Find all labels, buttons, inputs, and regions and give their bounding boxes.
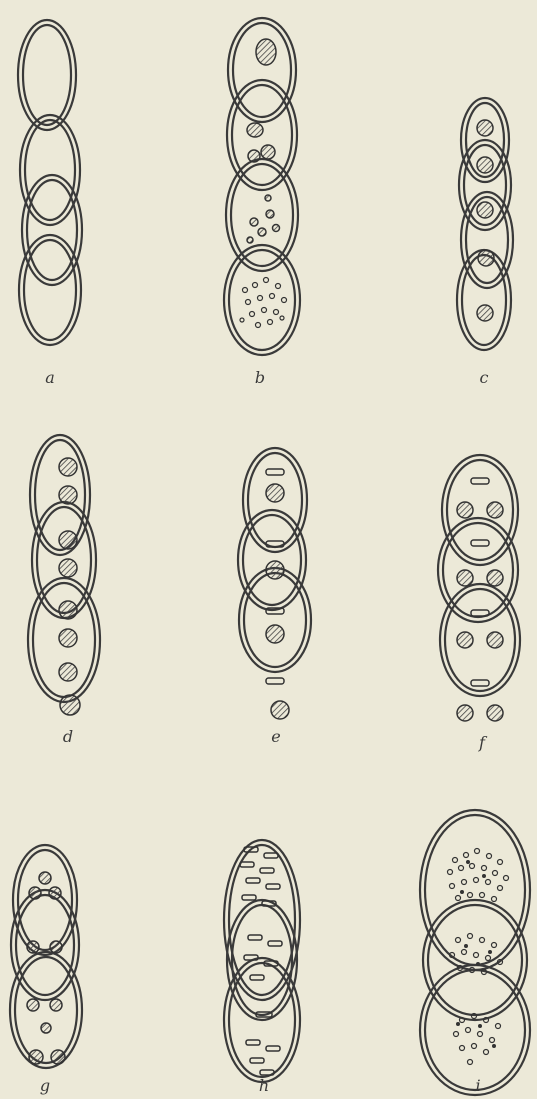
nuclei xyxy=(59,458,80,715)
figure-label-a: a xyxy=(45,368,55,387)
link-chain xyxy=(438,455,520,696)
figure-label-h: h xyxy=(259,1076,269,1095)
link-chain xyxy=(224,840,300,1082)
link-chain xyxy=(224,18,300,355)
figure-b: b xyxy=(224,18,300,387)
rod-granules xyxy=(240,847,282,1075)
figure-a: a xyxy=(18,20,82,387)
figure-label-d: d xyxy=(63,727,73,746)
nuclei xyxy=(247,39,280,243)
figure-h: h xyxy=(224,840,300,1095)
granules xyxy=(240,278,287,328)
figure-i: i xyxy=(420,810,530,1095)
figure-g: g xyxy=(10,845,82,1095)
figure-label-f: f xyxy=(478,733,488,752)
figure-label-b: b xyxy=(255,368,265,387)
figure-c: c xyxy=(457,98,513,387)
link-chain xyxy=(18,20,82,345)
figure-d: d xyxy=(28,435,100,746)
figure-label-i: i xyxy=(475,1076,480,1095)
figure-label-g: g xyxy=(40,1076,50,1095)
nuclei xyxy=(477,120,494,321)
figure-label-e: e xyxy=(271,727,280,746)
figure-f: f xyxy=(438,455,520,752)
figure-e: e xyxy=(238,448,311,746)
figure-label-c: c xyxy=(480,368,489,387)
